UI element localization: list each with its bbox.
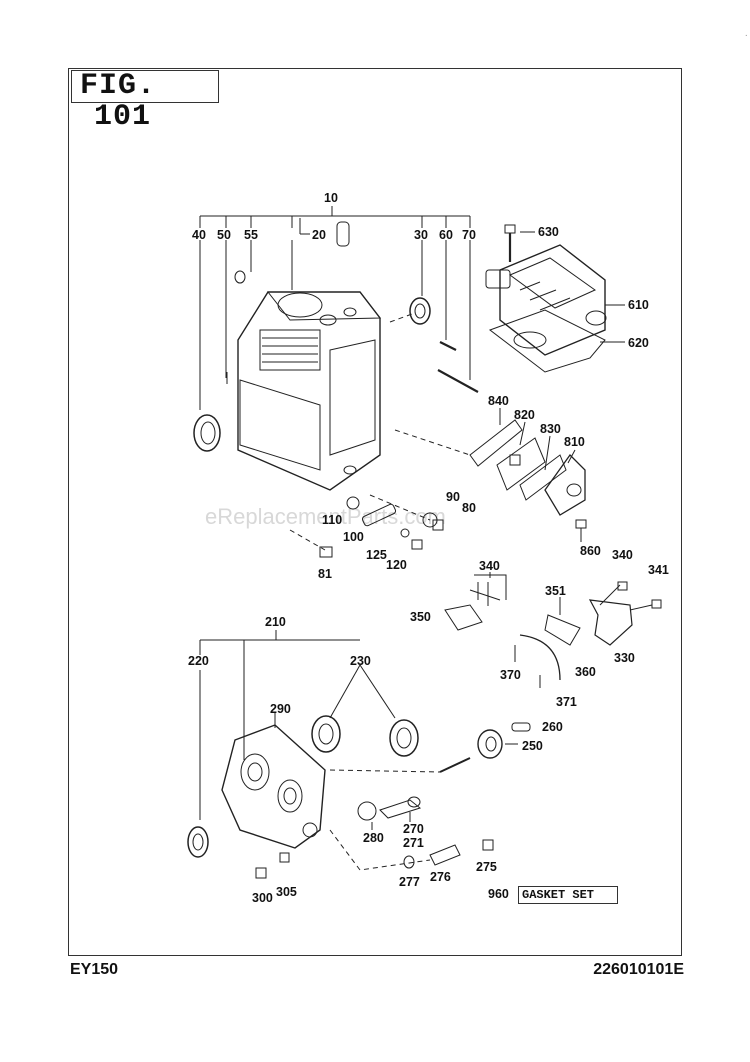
part-label: 350 [410,610,431,624]
part-label-group: 10 20 30 40 50 55 60 70 630 610 620 840 … [188,191,669,905]
part-label: 50 [217,228,231,242]
gasket-set-label: GASKET SET [518,886,618,904]
part-label: 80 [462,501,476,515]
part-label: 10 [324,191,338,205]
part-label: 100 [343,530,364,544]
part-label: 860 [580,544,601,558]
figure-prefix: FIG. [80,69,157,103]
part-label: 630 [538,225,559,239]
part-label: 275 [476,860,497,874]
part-label: 90 [446,490,460,504]
part-label: 840 [488,394,509,408]
watermark-text: eReplacementParts.com [205,504,446,529]
part-label: 20 [312,228,326,242]
part-label: 371 [556,695,577,709]
part-label: 370 [500,668,521,682]
part-label: 360 [575,665,596,679]
part-label: 610 [628,298,649,312]
part-label: 70 [462,228,476,242]
part-label: 340 [612,548,633,562]
part-label: 270 [403,822,424,836]
part-label: 120 [386,558,407,572]
part-label: 620 [628,336,649,350]
part-label: 260 [542,720,563,734]
part-label: 820 [514,408,535,422]
part-label: 230 [350,654,371,668]
part-label: 830 [540,422,561,436]
part-label: 210 [265,615,286,629]
part-label: 60 [439,228,453,242]
part-label: 271 [403,836,424,850]
part-label: 340 [479,559,500,573]
part-label: 290 [270,702,291,716]
part-label: 810 [564,435,585,449]
part-label: 351 [545,584,566,598]
part-label: 280 [363,831,384,845]
part-label: 110 [322,513,342,527]
part-label: 300 [252,891,273,905]
part-label: 330 [614,651,635,665]
figure-number: 101 [94,100,152,134]
part-label: 81 [318,567,332,581]
part-label: 341 [648,563,669,577]
model-name: EY150 [70,961,119,978]
gasket-set-number: 960 [488,887,509,901]
figure-title: FIG. 101 [71,69,219,133]
corner-mark: · [744,30,748,41]
part-label: 40 [192,228,206,242]
part-label: 276 [430,870,451,884]
part-label: 55 [244,228,258,242]
drawing-frame [68,68,682,956]
part-label: 277 [399,875,420,889]
part-label: 125 [366,548,387,562]
part-label: 30 [414,228,428,242]
diagram-code: 226010101E [593,961,684,978]
part-label: 305 [276,885,297,899]
part-label: 250 [522,739,543,753]
part-label: 220 [188,654,209,668]
